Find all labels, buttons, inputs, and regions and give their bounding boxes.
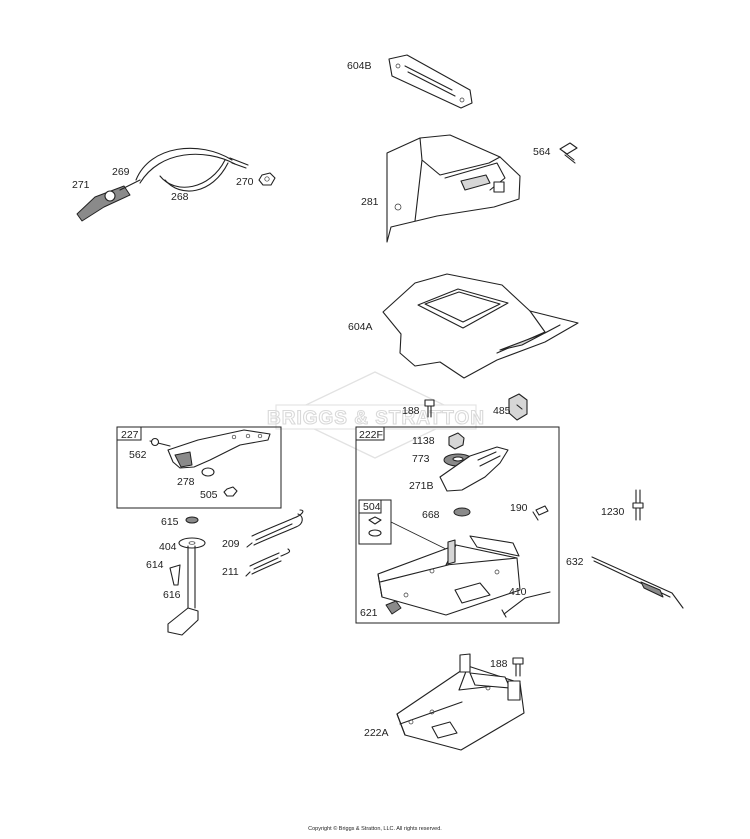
- label-410: 410: [509, 586, 527, 598]
- watermark-text: BRIGGS & STRATTON: [267, 408, 485, 429]
- part-209-spring: [246, 509, 304, 548]
- part-604B-bracket: [388, 54, 473, 109]
- part-604A-shroud: [382, 273, 579, 379]
- label-1230: 1230: [601, 506, 625, 518]
- label-271: 271: [72, 179, 90, 191]
- label-1138: 1138: [412, 435, 435, 447]
- label-614: 614: [146, 559, 164, 571]
- label-604B: 604B: [347, 60, 372, 72]
- label-209: 209: [222, 538, 240, 550]
- part-281-housing: [386, 134, 521, 243]
- label-222F: 222F: [359, 429, 383, 441]
- label-271B: 271B: [409, 480, 434, 492]
- part-270-nut: [258, 172, 276, 186]
- part-labels: 604B 564 281 271 269 268 270 604A 188 48…: [72, 60, 625, 739]
- label-616: 616: [163, 589, 181, 601]
- part-632-rod: [591, 556, 684, 609]
- part-1230-stud: [632, 489, 644, 521]
- label-190: 190: [510, 502, 528, 514]
- kit-227-box: [116, 426, 282, 509]
- label-485: 485: [493, 405, 511, 417]
- label-278: 278: [177, 476, 195, 488]
- label-404: 404: [159, 541, 177, 553]
- label-188-top: 188: [402, 405, 420, 417]
- label-211: 211: [222, 566, 239, 578]
- part-222A-base: [396, 653, 525, 751]
- label-269: 269: [112, 166, 130, 178]
- label-621: 621: [360, 607, 378, 619]
- label-270: 270: [236, 176, 254, 188]
- label-188-bottom: 188: [490, 658, 508, 670]
- part-271-lever: [76, 179, 141, 222]
- part-211-spring: [245, 548, 291, 577]
- label-222A: 222A: [364, 727, 389, 739]
- label-564: 564: [533, 146, 551, 158]
- label-504: 504: [363, 501, 381, 513]
- copyright-notice: Copyright © Briggs & Stratton, LLC. All …: [308, 826, 442, 832]
- kit-222F-box: [355, 426, 560, 624]
- label-562: 562: [129, 449, 147, 461]
- label-604A: 604A: [348, 321, 373, 333]
- label-227: 227: [121, 429, 139, 441]
- label-268: 268: [171, 191, 189, 203]
- part-188-screw-top: [424, 399, 435, 418]
- part-268-cable: [135, 147, 249, 192]
- label-773: 773: [412, 453, 430, 465]
- label-505: 505: [200, 489, 218, 501]
- part-616-shaft: [167, 516, 206, 636]
- part-485-block: [508, 393, 528, 421]
- label-615: 615: [161, 516, 179, 528]
- label-668: 668: [422, 509, 440, 521]
- part-564-screw: [559, 142, 578, 164]
- label-281: 281: [361, 196, 379, 208]
- label-632: 632: [566, 556, 584, 568]
